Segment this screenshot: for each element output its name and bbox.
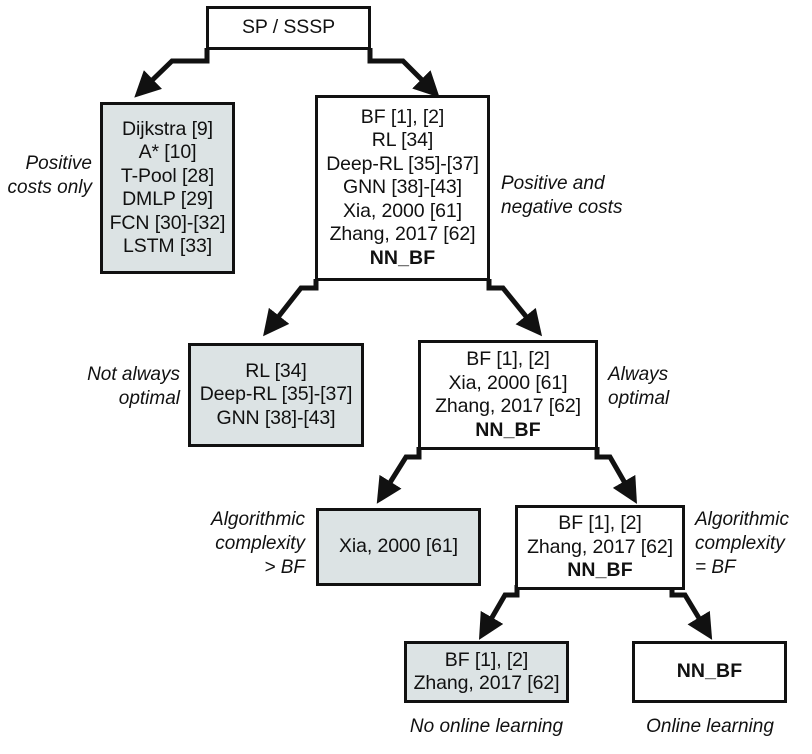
node-no-online-learning: BF [1], [2] Zhang, 2017 [62] xyxy=(404,641,569,703)
node-line: NN_BF xyxy=(475,418,541,441)
label-line: Positive and xyxy=(501,173,605,194)
edge-to-online-learning xyxy=(669,585,713,640)
node-sp-sssp-root: SP / SSSP xyxy=(206,6,371,50)
label-line: complexity xyxy=(215,533,305,554)
edge-to-complexity-greater xyxy=(376,447,422,504)
label-line: costs only xyxy=(7,177,92,198)
label-algorithmic-complexity-greater-bf: Algorithmic complexity > BF xyxy=(140,508,305,580)
node-online-learning: NN_BF xyxy=(632,641,787,703)
edge-to-not-always-optimal xyxy=(263,279,319,337)
node-line: Zhang, 2017 [62] xyxy=(435,395,581,417)
node-line: BF [1], [2] xyxy=(558,512,642,535)
node-complexity-greater-than-bf: Xia, 2000 [61] xyxy=(316,508,481,586)
node-line: GNN [38]-[43] xyxy=(216,406,336,429)
edge-to-no-online-learning xyxy=(478,585,520,640)
node-line: Xia, 2000 [61] xyxy=(448,371,568,394)
node-line: BF [1], [2] xyxy=(466,348,550,370)
node-line: T-Pool [28] xyxy=(120,164,215,187)
label-line: negative costs xyxy=(501,197,623,218)
label-line: Always xyxy=(608,364,669,385)
label-online-learning: Online learning xyxy=(625,715,795,739)
label-line: = BF xyxy=(695,557,736,578)
node-line: DMLP [29] xyxy=(122,188,213,210)
node-line: SP / SSSP xyxy=(241,16,336,39)
edge-to-complexity-equal xyxy=(594,447,637,504)
label-always-optimal: Always optimal xyxy=(608,363,768,411)
node-not-always-optimal: RL [34] Deep-RL [35]-[37] GNN [38]-[43] xyxy=(188,343,364,447)
node-line: BF [1], [2] xyxy=(360,105,445,128)
node-line: Xia, 2000 [61] xyxy=(339,535,458,558)
label-positive-and-negative-costs: Positive and negative costs xyxy=(501,172,701,220)
node-line: Deep-RL [35]-[37] xyxy=(199,383,353,406)
edge-root-to-positive-costs xyxy=(134,48,210,98)
node-line: Xia, 2000 [61] xyxy=(343,199,462,222)
node-line: Zhang, 2017 [62] xyxy=(527,535,673,558)
node-line: Dijkstra [9] xyxy=(122,117,213,140)
node-line: BF [1], [2] xyxy=(444,648,529,671)
label-line: > BF xyxy=(264,557,305,578)
label-line: complexity xyxy=(695,533,785,554)
label-line: Positive xyxy=(25,153,92,174)
node-positive-costs: Dijkstra [9] A* [10] T-Pool [28] DMLP [2… xyxy=(100,102,235,274)
node-positive-and-negative-costs: BF [1], [2] RL [34] Deep-RL [35]-[37] GN… xyxy=(315,95,490,281)
label-line: optimal xyxy=(118,388,180,409)
label-line: No online learning xyxy=(409,716,564,737)
label-line: Online learning xyxy=(646,716,774,737)
label-no-online-learning: No online learning xyxy=(389,715,584,739)
node-line: Deep-RL [35]-[37] xyxy=(326,152,479,175)
edge-to-always-optimal xyxy=(486,279,543,337)
node-line: NN_BF xyxy=(676,660,743,683)
label-line: Not always xyxy=(87,364,180,385)
node-line: NN_BF xyxy=(567,559,633,582)
node-line: NN_BF xyxy=(369,246,436,269)
node-line: RL [34] xyxy=(245,359,307,382)
node-line: A* [10] xyxy=(138,141,197,163)
label-positive-costs-only: Positive costs only xyxy=(0,152,92,200)
label-algorithmic-complexity-equal-bf: Algorithmic complexity = BF xyxy=(695,508,812,580)
label-line: optimal xyxy=(608,388,670,409)
node-line: Zhang, 2017 [62] xyxy=(329,223,476,246)
node-always-optimal: BF [1], [2] Xia, 2000 [61] Zhang, 2017 [… xyxy=(418,340,598,450)
node-line: GNN [38]-[43] xyxy=(343,176,462,199)
node-line: Zhang, 2017 [62] xyxy=(413,672,560,694)
node-complexity-equal-bf: BF [1], [2] Zhang, 2017 [62] NN_BF xyxy=(515,505,685,590)
node-line: FCN [30]-[32] xyxy=(109,211,226,234)
label-line: Algorithmic xyxy=(695,509,789,530)
label-line: Algorithmic xyxy=(211,509,305,530)
node-line: RL [34] xyxy=(371,129,434,152)
edge-root-to-positive-negative-costs xyxy=(367,48,440,98)
label-not-always-optimal: Not always optimal xyxy=(20,363,180,411)
node-line: LSTM [33] xyxy=(122,235,213,257)
